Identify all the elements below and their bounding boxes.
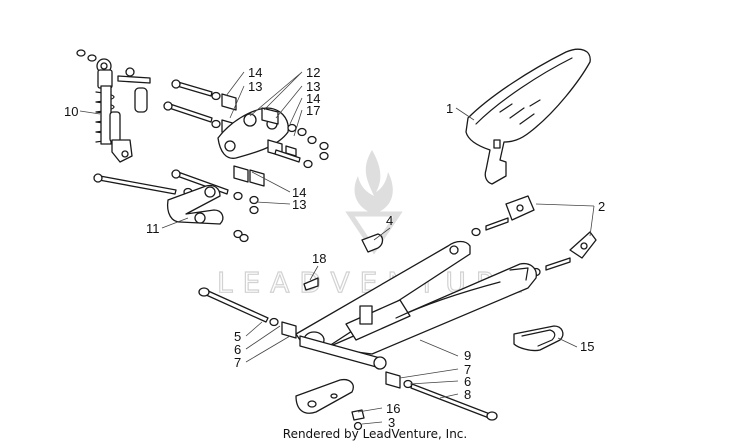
callout-14[interactable]: 14: [248, 65, 263, 80]
callout-8[interactable]: 8: [464, 387, 472, 402]
part-11-dog-bone-link[interactable]: [93, 173, 249, 243]
part-7-6-8-right-pivot[interactable]: [385, 371, 498, 421]
rendered-by-footer: Rendered by LeadVenture, Inc.: [282, 427, 468, 441]
callout-16[interactable]: 16: [386, 401, 401, 416]
callout-15[interactable]: 15: [580, 339, 595, 354]
part-12-linkage-rocker[interactable]: [217, 107, 329, 169]
part-5-6-7-left-pivot[interactable]: [198, 287, 297, 339]
callout-3[interactable]: 3: [388, 415, 396, 430]
callout-7[interactable]: 7: [464, 362, 472, 377]
part-15-bracket[interactable]: [513, 325, 564, 352]
callout-7[interactable]: 7: [234, 355, 242, 370]
leader-lines: [79, 71, 595, 425]
part-18-cap[interactable]: [303, 277, 319, 291]
callout-6[interactable]: 6: [464, 374, 472, 389]
part-16-3-chain-block[interactable]: [295, 378, 365, 431]
part-10-rear-shock-absorber[interactable]: [76, 49, 151, 163]
callout-13[interactable]: 13: [248, 79, 263, 94]
callout-18[interactable]: 18: [312, 251, 327, 266]
flame-logo-icon: [345, 150, 403, 255]
callout-13[interactable]: 13: [306, 79, 321, 94]
part-9-swing-arm[interactable]: [295, 240, 537, 370]
callout-6[interactable]: 6: [234, 342, 242, 357]
callout-14[interactable]: 14: [292, 185, 307, 200]
callout-14[interactable]: 14: [306, 91, 321, 106]
upper-linkage-bolts[interactable]: [163, 79, 237, 137]
callout-5[interactable]: 5: [234, 329, 242, 344]
callout-2[interactable]: 2: [598, 199, 606, 214]
callout-11[interactable]: 11: [146, 221, 160, 236]
callout-1[interactable]: 1: [446, 101, 454, 116]
callout-17[interactable]: 17: [306, 103, 321, 118]
part-2-chain-slider[interactable]: [471, 195, 597, 277]
callout-10[interactable]: 10: [64, 104, 79, 119]
callout-9[interactable]: 9: [464, 348, 472, 363]
part-1-chain-guard[interactable]: [465, 48, 591, 185]
part-4-clip[interactable]: [361, 233, 384, 253]
callout-12[interactable]: 12: [306, 65, 321, 80]
callout-4[interactable]: 4: [386, 213, 394, 228]
callout-13[interactable]: 13: [292, 197, 307, 212]
